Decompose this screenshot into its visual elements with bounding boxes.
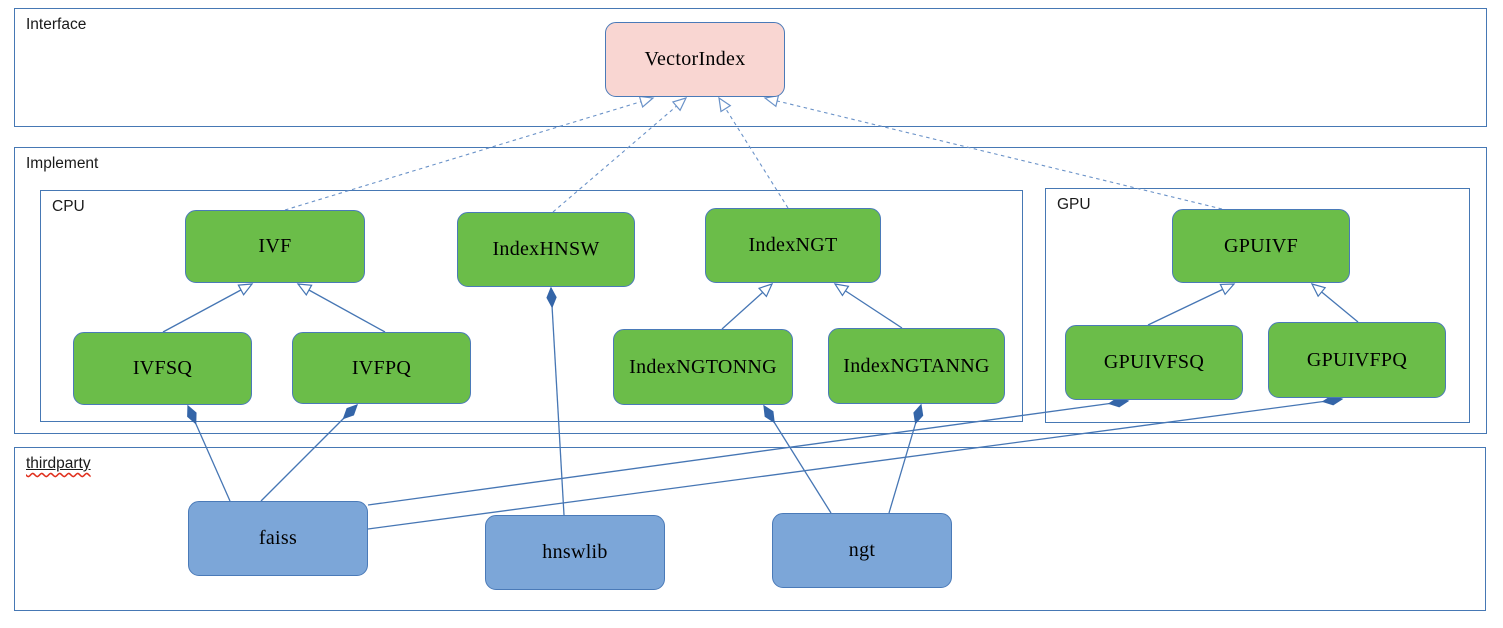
node-gpuivfpq[interactable]: GPUIVFPQ [1268,322,1446,398]
edge-generalization-indexngtonng-indexngt [721,283,774,330]
node-vectorindex[interactable]: VectorIndex [605,22,785,97]
container-interface[interactable]: Interface [14,8,1487,127]
node-indexhnsw-label: IndexHNSW [492,238,600,260]
container-cpu-label: CPU [52,198,85,215]
node-gpuivfsq[interactable]: GPUIVFSQ [1065,325,1243,400]
node-ivfsq[interactable]: IVFSQ [73,332,252,405]
container-cpu[interactable]: CPU [40,190,1023,422]
node-vectorindex-label: VectorIndex [644,48,746,70]
container-gpu[interactable]: GPU [1045,188,1470,423]
node-faiss-label: faiss [258,527,298,549]
node-indexngtanng[interactable]: IndexNGTANNG [828,328,1005,404]
container-interface-label: Interface [26,16,87,33]
edge-realization-indexhnsw-vectorindex [552,97,688,213]
node-indexngt[interactable]: IndexNGT [705,208,881,283]
edge-composition-faiss-gpuivfsq [367,401,1128,506]
node-gpuivf[interactable]: GPUIVF [1172,209,1350,283]
edge-composition-faiss-ivfsq [188,406,231,502]
node-ngt-label: ngt [848,539,876,561]
node-indexngtonng-label: IndexNGTONNG [629,355,777,378]
edge-composition-hnswlib-indexhnsw [551,288,565,516]
container-implement-label: Implement [26,155,99,172]
node-gpuivfpq-label: GPUIVFPQ [1306,348,1408,371]
node-ngt[interactable]: ngt [772,513,952,588]
node-gpuivf-label: GPUIVF [1223,234,1299,257]
edge-composition-faiss-ivfpq [260,405,357,502]
node-hnswlib-label: hnswlib [542,541,608,563]
edge-realization-indexngt-vectorindex [718,96,789,209]
edge-generalization-ivfpq-ivf [296,283,386,333]
edge-realization-ivf-vectorindex [284,95,655,211]
node-faiss[interactable]: faiss [188,501,368,576]
container-thirdparty-label-text: thirdparty [26,455,91,472]
edge-generalization-ivfsq-ivf [162,283,254,333]
node-ivfpq-label: IVFPQ [351,356,412,379]
node-indexngt-label: IndexNGT [748,234,838,256]
edge-generalization-gpuivfsq-gpuivf [1147,283,1236,326]
node-ivf-label: IVF [258,235,292,257]
node-ivf[interactable]: IVF [185,210,365,283]
node-gpuivfsq-label: GPUIVFSQ [1103,351,1205,373]
container-thirdparty-label: thirdparty [26,455,91,473]
edge-generalization-gpuivfpq-gpuivf [1310,283,1359,323]
edge-composition-ngt-indexngtanng [888,405,921,514]
edge-composition-ngt-indexngtonng [764,406,832,514]
node-indexngtanng-label: IndexNGTANNG [843,354,990,377]
node-ivfsq-label: IVFSQ [132,357,193,379]
edge-composition-faiss-gpuivfpq [367,399,1342,530]
edge-realization-gpuivf-vectorindex [763,94,1223,210]
node-hnswlib[interactable]: hnswlib [485,515,665,590]
node-indexhnsw[interactable]: IndexHNSW [457,212,635,287]
node-ivfpq[interactable]: IVFPQ [292,332,471,404]
node-indexngtonng[interactable]: IndexNGTONNG [613,329,793,405]
edge-generalization-indexngtanng-indexngt [833,283,903,329]
container-gpu-label: GPU [1057,196,1091,213]
container-thirdparty[interactable]: thirdparty [14,447,1486,611]
